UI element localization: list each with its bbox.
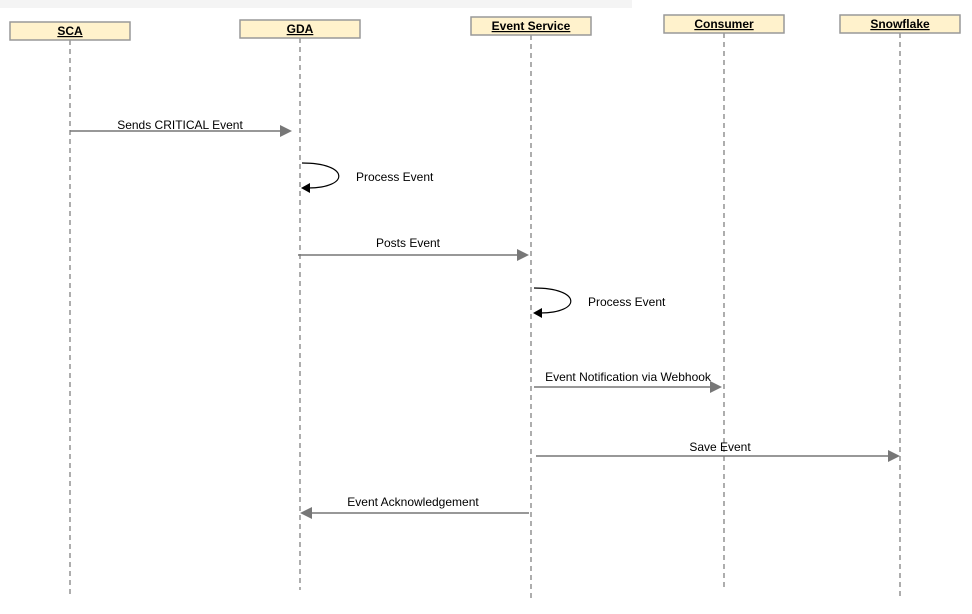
top-strip (0, 0, 632, 8)
actor-event-service[interactable]: Event Service (470, 16, 592, 36)
lifelines (69, 33, 901, 602)
arrowhead-icon (280, 125, 292, 137)
message-label: Process Event (588, 295, 666, 309)
message-5[interactable]: Event Notification via Webhook (534, 370, 722, 393)
message-label: Sends CRITICAL Event (117, 118, 243, 132)
message-label: Process Event (356, 170, 434, 184)
actor-box (470, 16, 592, 36)
message-2[interactable]: Process Event (301, 162, 434, 193)
actor-snowflake[interactable]: Snowflake (839, 14, 961, 34)
arrowhead-icon (888, 450, 900, 462)
actor-label: SCA (57, 24, 83, 38)
actor-box (663, 14, 785, 34)
message-label: Event Acknowledgement (347, 495, 479, 509)
message-7[interactable]: Event Acknowledgement (300, 495, 529, 519)
message-label: Posts Event (376, 236, 441, 250)
message-label: Event Notification via Webhook (545, 370, 712, 384)
actors: SCA GDA Event Service Consumer Snowflake (9, 14, 961, 41)
actor-label: Event Service (492, 19, 571, 33)
actor-label: Consumer (694, 17, 754, 31)
message-label: Save Event (689, 440, 751, 454)
self-message-loop (301, 162, 340, 189)
arrowhead-icon (517, 249, 529, 261)
message-4[interactable]: Process Event (533, 287, 666, 318)
message-6[interactable]: Save Event (536, 440, 900, 462)
self-message-loop (533, 287, 572, 314)
actor-consumer[interactable]: Consumer (663, 14, 785, 34)
message-1[interactable]: Sends CRITICAL Event (70, 118, 292, 137)
actor-label: Snowflake (870, 17, 930, 31)
actor-box (239, 19, 361, 39)
actor-label: GDA (287, 22, 314, 36)
actor-gda[interactable]: GDA (239, 19, 361, 39)
arrowhead-icon (710, 381, 722, 393)
actor-box (839, 14, 961, 34)
arrowhead-icon (301, 183, 310, 193)
message-3[interactable]: Posts Event (298, 236, 529, 261)
actor-sca[interactable]: SCA (9, 21, 131, 41)
arrowhead-icon (533, 308, 542, 318)
actor-box (9, 21, 131, 41)
arrowhead-icon (300, 507, 312, 519)
